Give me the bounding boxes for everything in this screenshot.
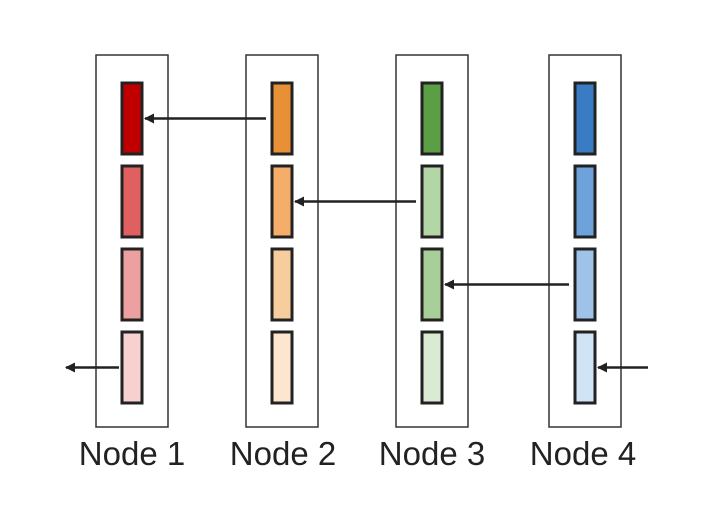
node-1-block-3 bbox=[120, 247, 144, 322]
node-3-block-1 bbox=[420, 81, 444, 156]
node-4-frame bbox=[548, 54, 622, 428]
node-3-block-3 bbox=[420, 247, 444, 322]
node-4-block-1 bbox=[573, 81, 597, 156]
node-label-4: Node 4 bbox=[529, 435, 637, 472]
node-3-block-2 bbox=[420, 164, 444, 239]
node-label-3: Node 3 bbox=[378, 435, 486, 472]
node-3-block-4 bbox=[420, 330, 444, 405]
node-1-block-4 bbox=[120, 330, 144, 405]
node-2-block-4 bbox=[270, 330, 294, 405]
node-4-block-4 bbox=[573, 330, 597, 405]
node-4-block-2 bbox=[573, 164, 597, 239]
node-2-block-2 bbox=[270, 164, 294, 239]
node-1-block-1 bbox=[120, 81, 144, 156]
node-1-frame bbox=[95, 54, 169, 428]
node-2-block-1 bbox=[270, 81, 294, 156]
nodes-layer bbox=[95, 54, 622, 428]
arrows-layer bbox=[65, 113, 648, 373]
node-3-frame bbox=[395, 54, 469, 428]
node-1-block-2 bbox=[120, 164, 144, 239]
node-2-frame bbox=[245, 54, 319, 428]
node-4-block-3 bbox=[573, 247, 597, 322]
node-label-2: Node 2 bbox=[229, 435, 337, 472]
node-label-1: Node 1 bbox=[78, 435, 186, 472]
node-2-block-3 bbox=[270, 247, 294, 322]
